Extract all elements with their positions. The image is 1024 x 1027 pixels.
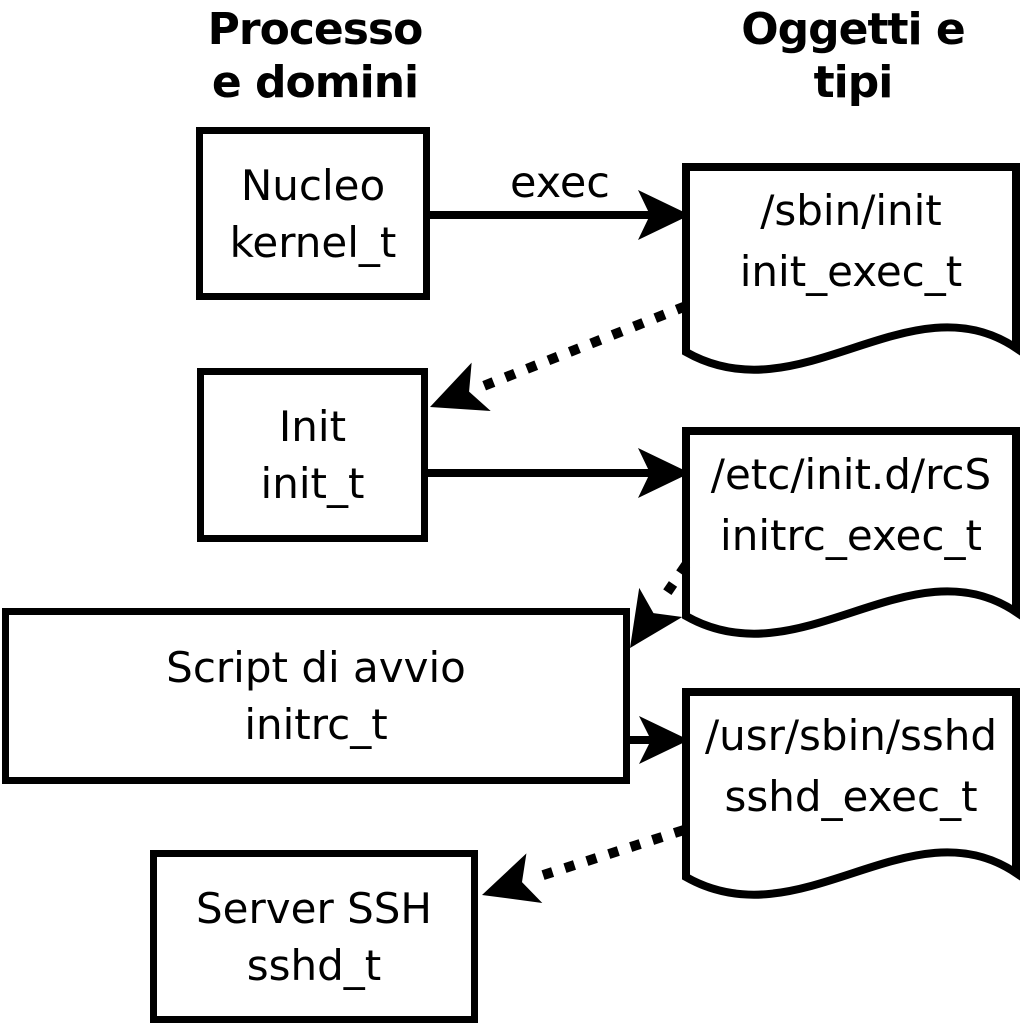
process-type: sshd_t — [246, 940, 382, 990]
edge-label-exec: exec — [510, 158, 610, 208]
header-line: e domini — [211, 57, 419, 108]
process-box-init: Init init_t — [197, 368, 428, 542]
process-type: initrc_t — [244, 700, 388, 749]
header-line: Processo — [207, 4, 424, 55]
header-line: Oggetti e — [741, 4, 966, 55]
process-box-initrc: Script di avvio initrc_t — [2, 608, 630, 784]
column-header-processes: Processo e domini — [165, 3, 465, 109]
document-label-initrc-exec: /etc/init.d/rcS initrc_exec_t — [686, 444, 1016, 566]
dotted-arrow-init-exec-to-init — [430, 301, 688, 412]
object-type: sshd_exec_t — [724, 772, 978, 821]
dotted-arrow-sshd-exec-to-sshd — [482, 825, 686, 903]
process-name: Server SSH — [196, 883, 432, 933]
process-name: Nucleo — [240, 160, 386, 210]
process-box-kernel: Nucleo kernel_t — [196, 127, 430, 300]
column-header-objects: Oggetti e tipi — [703, 3, 1003, 109]
process-box-sshd: Server SSH sshd_t — [150, 850, 478, 1023]
solid-arrow-initrc-to-sshd-exec — [628, 716, 689, 764]
document-label-init-exec: /sbin/init init_exec_t — [686, 180, 1016, 302]
process-type: kernel_t — [229, 217, 397, 267]
object-path: /etc/init.d/rcS — [710, 450, 992, 499]
process-type: init_t — [260, 459, 365, 508]
object-type: initrc_exec_t — [720, 511, 982, 560]
object-path: /sbin/init — [760, 186, 942, 235]
process-name: Init — [278, 402, 347, 451]
document-label-sshd-exec: /usr/sbin/sshd sshd_exec_t — [686, 705, 1016, 827]
object-path: /usr/sbin/sshd — [704, 711, 998, 760]
header-line: tipi — [813, 57, 894, 108]
solid-arrow-init-to-initrc-exec — [426, 448, 690, 498]
process-name: Script di avvio — [166, 643, 466, 692]
object-type: init_exec_t — [739, 247, 963, 296]
